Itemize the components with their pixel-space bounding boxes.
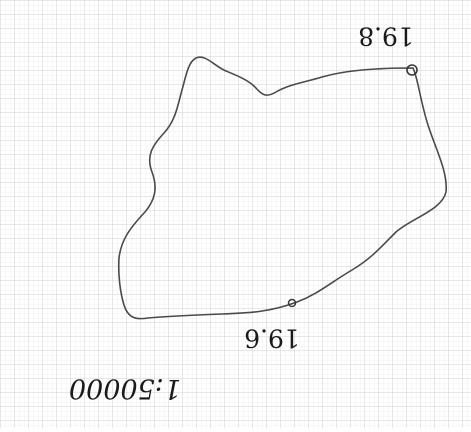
point-label-bottom: 19.6 <box>244 324 300 353</box>
point-label-top: 19.8 <box>358 22 414 51</box>
scale-note: 1:50000 <box>69 373 181 404</box>
